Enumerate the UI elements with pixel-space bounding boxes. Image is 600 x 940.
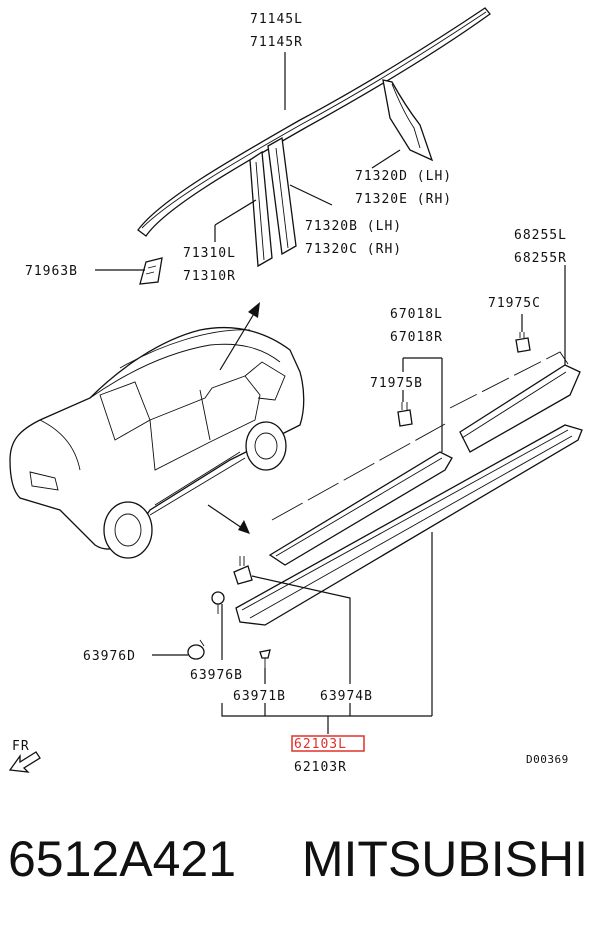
label-62103l: 62103L [294, 737, 347, 752]
label-68255r: 68255R [514, 251, 567, 266]
label-71145r: 71145R [250, 35, 303, 50]
side-sill-garnish [235, 424, 583, 626]
clip-71963b-icon [139, 257, 163, 285]
center-pillar-leader [289, 184, 333, 206]
label-fr: FR [12, 739, 30, 754]
label-62103r: 62103R [294, 760, 347, 775]
label-71975b: 71975B [370, 376, 423, 391]
door-moulding [268, 423, 453, 566]
label-67018r: 67018R [390, 330, 443, 345]
label-63976d: 63976D [83, 649, 136, 664]
clip-63976b-icon [211, 591, 225, 614]
label-71320c: 71320C (RH) [305, 242, 402, 257]
clip-71975b-icon [397, 402, 413, 427]
label-67018l: 67018L [390, 307, 443, 322]
front-pillar-leader-1 [214, 199, 257, 226]
parts-diagram: 71145L 71145R 71320D (LH) 71320E (RH) 71… [8, 7, 583, 775]
bracket-63974b-icon [233, 556, 253, 585]
arrow-up-icon [219, 302, 260, 371]
label-71320b: 71320B (LH) [305, 219, 402, 234]
clip-63976d-icon [187, 639, 205, 660]
vehicle-outline [9, 326, 305, 559]
label-71963b: 71963B [25, 264, 78, 279]
caption-bar: 6512A421 MITSUBISHI [0, 830, 600, 910]
part-number: 6512A421 [8, 831, 237, 887]
rear-pillar-garnish [382, 79, 434, 162]
rear-pillar-leader [371, 149, 401, 169]
clip-71975c-icon [515, 332, 531, 353]
brand-name: MITSUBISHI [301, 831, 588, 887]
diagram-code: D00369 [526, 753, 569, 766]
bracket-63974b-leader [251, 575, 351, 684]
roof-moulding [137, 7, 491, 237]
screw-63971b-icon [259, 649, 271, 668]
label-63976b: 63976B [190, 668, 243, 683]
label-71145l: 71145L [250, 12, 303, 27]
sill-bracket-line [221, 703, 432, 717]
front-arrow-icon [8, 751, 41, 773]
arrow-down-icon [207, 504, 250, 534]
label-71320e: 71320E (RH) [355, 192, 452, 207]
label-63971b: 63971B [233, 689, 286, 704]
label-68255l: 68255L [514, 228, 567, 243]
front-pillar-garnish [249, 150, 273, 268]
label-71975c: 71975C [488, 296, 541, 311]
label-63974b: 63974B [320, 689, 373, 704]
label-71320d: 71320D (LH) [355, 169, 452, 184]
highlight-box [291, 735, 365, 752]
label-71310r: 71310R [183, 269, 236, 284]
label-71310l: 71310L [183, 246, 236, 261]
